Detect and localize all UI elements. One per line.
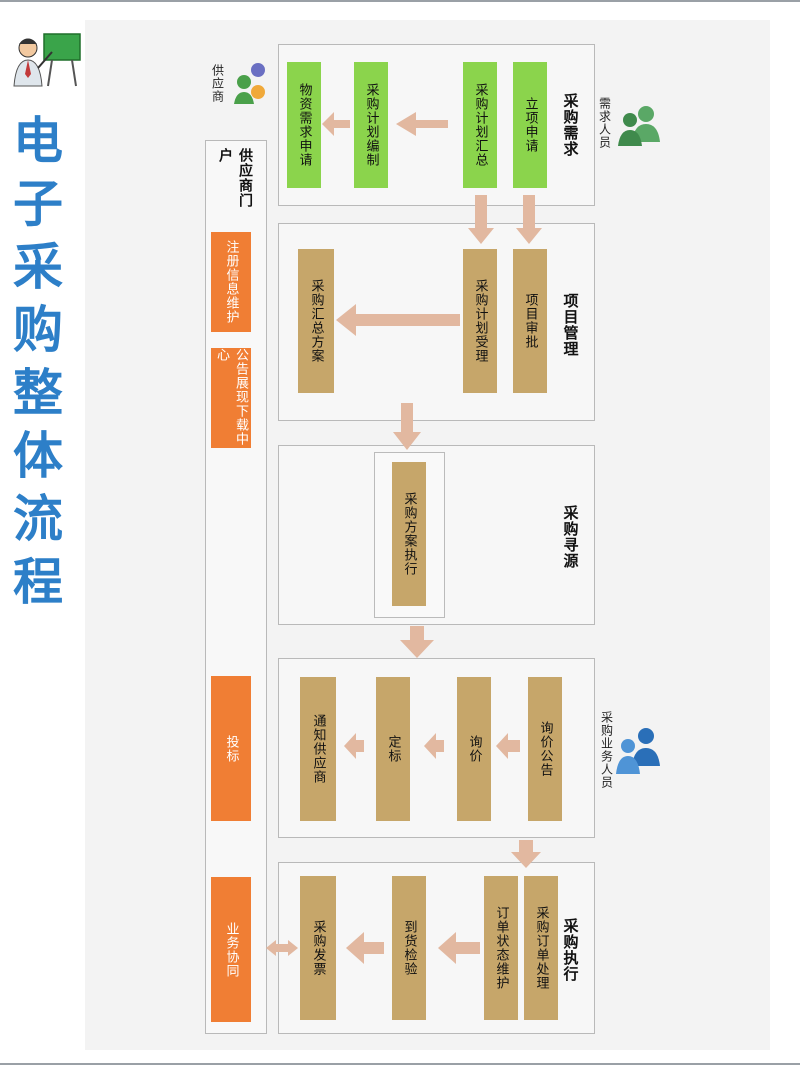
sourcing-box-1: 采购方案执行 bbox=[392, 462, 426, 606]
demand-box-2: 采购计划汇总 bbox=[463, 62, 497, 188]
arrow-portal-double bbox=[266, 940, 298, 956]
project-box-2: 采购计划受理 bbox=[463, 249, 497, 393]
business-box-1: 询价公告 bbox=[528, 677, 562, 821]
portal-title: 供应商门户 bbox=[217, 148, 253, 208]
portal-notice-box: 公告展现下载中心 bbox=[211, 348, 251, 448]
title-char-3: 采 bbox=[13, 238, 63, 296]
arrow-down-1 bbox=[468, 195, 494, 244]
arrow-project-left bbox=[336, 304, 460, 336]
business-people-icon bbox=[616, 728, 660, 774]
arrow-down-5 bbox=[511, 840, 541, 868]
arrow-demand-1 bbox=[396, 112, 448, 136]
title-char-2: 子 bbox=[13, 175, 63, 233]
arrow-business-1 bbox=[496, 733, 520, 759]
arrow-down-4 bbox=[400, 626, 434, 658]
presenter-logo bbox=[13, 33, 81, 87]
portal-collab-box: 业务协同 bbox=[211, 877, 251, 1022]
arrow-demand-2 bbox=[322, 112, 350, 136]
business-box-4: 通知供应商 bbox=[300, 677, 336, 821]
title-char-1: 电 bbox=[13, 112, 63, 170]
project-box-1: 项目审批 bbox=[513, 249, 547, 393]
arrow-down-2 bbox=[516, 195, 542, 244]
execution-box-4: 采购发票 bbox=[300, 876, 336, 1020]
execution-box-1: 采购订单处理 bbox=[524, 876, 558, 1020]
portal-bid-box: 投标 bbox=[211, 676, 251, 821]
title-char-4: 购 bbox=[13, 301, 63, 359]
title-char-8: 程 bbox=[13, 553, 63, 611]
demand-box-1: 立项申请 bbox=[513, 62, 547, 188]
title-char-6: 体 bbox=[13, 427, 63, 485]
section-project-title: 项目管理 bbox=[561, 293, 580, 357]
title-char-5: 整 bbox=[13, 364, 63, 422]
arrow-business-3 bbox=[344, 733, 364, 759]
demand-box-3: 采购计划编制 bbox=[354, 62, 388, 188]
demand-box-4: 物资需求申请 bbox=[287, 62, 321, 188]
page-title: 电 子 采 购 整 体 流 程 bbox=[8, 110, 68, 614]
project-box-3: 采购汇总方案 bbox=[298, 249, 334, 393]
role-demand-label: 需求人员 bbox=[597, 97, 612, 149]
arrow-execution-1 bbox=[438, 932, 480, 964]
bottom-border bbox=[0, 1063, 800, 1065]
title-char-7: 流 bbox=[13, 490, 63, 548]
execution-box-2: 订单状态维护 bbox=[484, 876, 518, 1020]
arrow-business-2 bbox=[424, 733, 444, 759]
business-box-2: 询价 bbox=[457, 677, 491, 821]
top-border bbox=[0, 0, 800, 2]
supplier-people-icon bbox=[234, 63, 265, 104]
demand-people-icon bbox=[618, 106, 660, 146]
execution-box-3: 到货检验 bbox=[392, 876, 426, 1020]
business-box-3: 定标 bbox=[376, 677, 410, 821]
arrow-down-3 bbox=[393, 403, 421, 450]
section-execution-title: 采购执行 bbox=[561, 918, 580, 982]
role-business-label: 采购业务人员 bbox=[599, 711, 614, 789]
arrow-execution-2 bbox=[346, 932, 384, 964]
portal-register-box: 注册信息维护 bbox=[211, 232, 251, 332]
section-sourcing-title: 采购寻源 bbox=[561, 505, 580, 569]
section-demand-title: 采购需求 bbox=[561, 93, 580, 157]
role-supplier-label: 供应商 bbox=[210, 63, 225, 103]
